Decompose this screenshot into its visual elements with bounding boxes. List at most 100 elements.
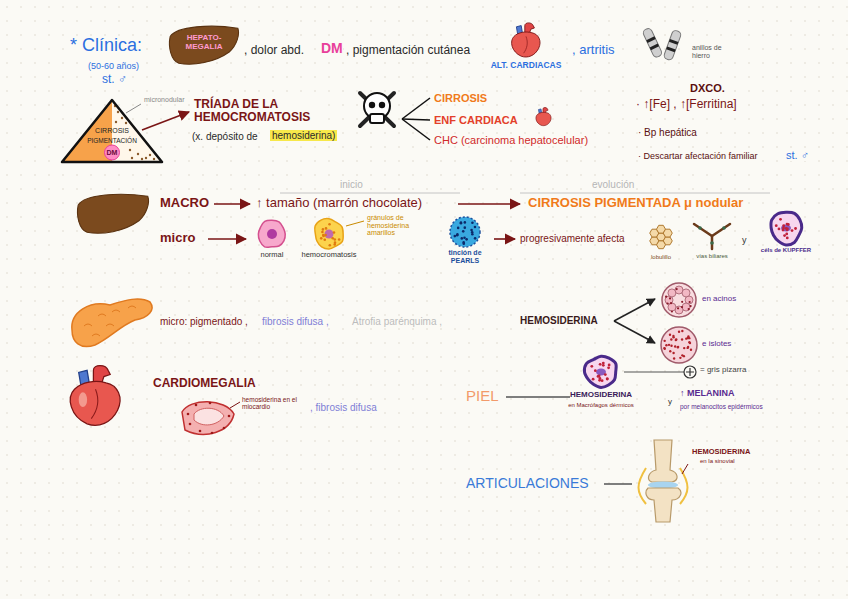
node-text: hemocromatosis — [301, 251, 356, 259]
granule — [786, 237, 789, 240]
arrow — [458, 203, 520, 205]
liver-illustration — [78, 194, 149, 233]
granule — [334, 241, 337, 244]
bone — [360, 93, 394, 126]
iron-ring — [666, 46, 675, 52]
granule — [324, 234, 327, 237]
granule — [681, 306, 683, 308]
note-text: (50-60 años) — [88, 62, 139, 72]
granule — [678, 331, 680, 333]
granule — [456, 233, 459, 236]
granule — [471, 222, 474, 225]
leader-line — [126, 104, 141, 113]
nodule-dot — [117, 111, 119, 113]
granule — [465, 238, 468, 241]
granule — [462, 242, 465, 245]
granule — [687, 346, 689, 348]
granule — [601, 379, 604, 382]
heading-text: HEMOSIDERINA — [692, 448, 750, 456]
node-text: vías biliares — [696, 253, 728, 260]
granule — [460, 237, 463, 240]
leader-line — [346, 221, 364, 226]
arrow — [214, 203, 250, 205]
nodule-dot — [137, 153, 139, 155]
granule — [474, 237, 477, 240]
note-text: hemosiderina en el miocardio — [242, 396, 304, 410]
granule — [681, 338, 683, 340]
note-text: , dolor abd. — [244, 44, 304, 57]
granule — [670, 338, 672, 340]
finger — [663, 30, 682, 61]
branch-lines — [402, 98, 430, 140]
ventricle-lumen — [194, 408, 224, 425]
iron-dot — [223, 427, 226, 430]
diabetes-mark — [105, 145, 120, 160]
node-text: ALT. CARDIACAS — [491, 61, 562, 70]
granule — [683, 347, 685, 349]
note-text: Atrofia parénquima , — [352, 316, 442, 327]
note-text: * Clínica: — [70, 36, 142, 56]
note-text: · Bp hepática — [638, 127, 697, 138]
cell-outline — [258, 220, 285, 247]
note-text: ↑ tamaño (marrón chocolate) — [256, 196, 422, 210]
granule — [669, 334, 671, 336]
acinus-icon: en acinos — [660, 280, 752, 320]
nucleus — [267, 229, 277, 239]
note-text: CHC (carcinoma hepatocelular) — [434, 134, 588, 146]
heading-text: DXCO. — [690, 82, 725, 94]
granule — [676, 288, 678, 290]
granule — [672, 352, 674, 354]
granule — [665, 296, 667, 298]
nodule-dot — [145, 157, 147, 159]
node-text: HEMOSIDERINA — [570, 391, 632, 400]
myocardium-section — [182, 402, 234, 435]
synovial-capsule — [680, 468, 688, 504]
acinus-outline — [662, 283, 696, 317]
perls-stained-cell: tinción de PEARLS — [440, 216, 490, 270]
nodule-dot — [149, 154, 151, 156]
link-line — [624, 371, 684, 372]
granule — [686, 347, 688, 349]
granule — [668, 344, 670, 346]
granule — [679, 357, 681, 359]
granule — [670, 302, 672, 304]
coronary-vessel — [91, 389, 97, 418]
granule — [671, 310, 673, 312]
granule — [677, 307, 679, 309]
granule — [785, 233, 788, 236]
granule — [782, 224, 785, 227]
node-text: céls de KUPFFER — [761, 247, 811, 254]
granule — [608, 364, 611, 367]
leader-line — [682, 464, 688, 474]
heart-body — [70, 381, 120, 425]
iron-ring — [669, 39, 678, 45]
granule — [672, 336, 674, 338]
iron-ring — [646, 36, 655, 43]
node-text: normal — [261, 251, 284, 259]
cell-outline — [584, 356, 616, 387]
granule — [599, 363, 602, 366]
pancreas — [72, 299, 152, 347]
iron-dot — [209, 402, 212, 405]
granule — [464, 226, 467, 229]
note-text: = gris pizarra — [700, 366, 746, 375]
nodule-dot — [115, 121, 117, 123]
note-text: y — [742, 236, 747, 246]
iron-dot — [710, 241, 714, 245]
nodule-dot — [125, 122, 127, 124]
granule — [785, 227, 788, 230]
granule — [333, 231, 336, 234]
note-text: progresivamente afecta — [520, 233, 625, 244]
iron-dot — [228, 415, 231, 418]
note-text: por melanocitos epidérmicos — [680, 403, 763, 410]
bile-duct — [694, 224, 730, 236]
granule — [474, 226, 477, 229]
nodule-dot — [129, 149, 131, 151]
node-text: CIRROSIS — [95, 127, 129, 135]
islet-icon: e islotes — [660, 324, 752, 366]
node-text: tinción de PEARLS — [440, 249, 490, 264]
granule — [606, 377, 609, 380]
granule — [322, 228, 325, 231]
note-text: anillos de hierro — [692, 44, 738, 59]
